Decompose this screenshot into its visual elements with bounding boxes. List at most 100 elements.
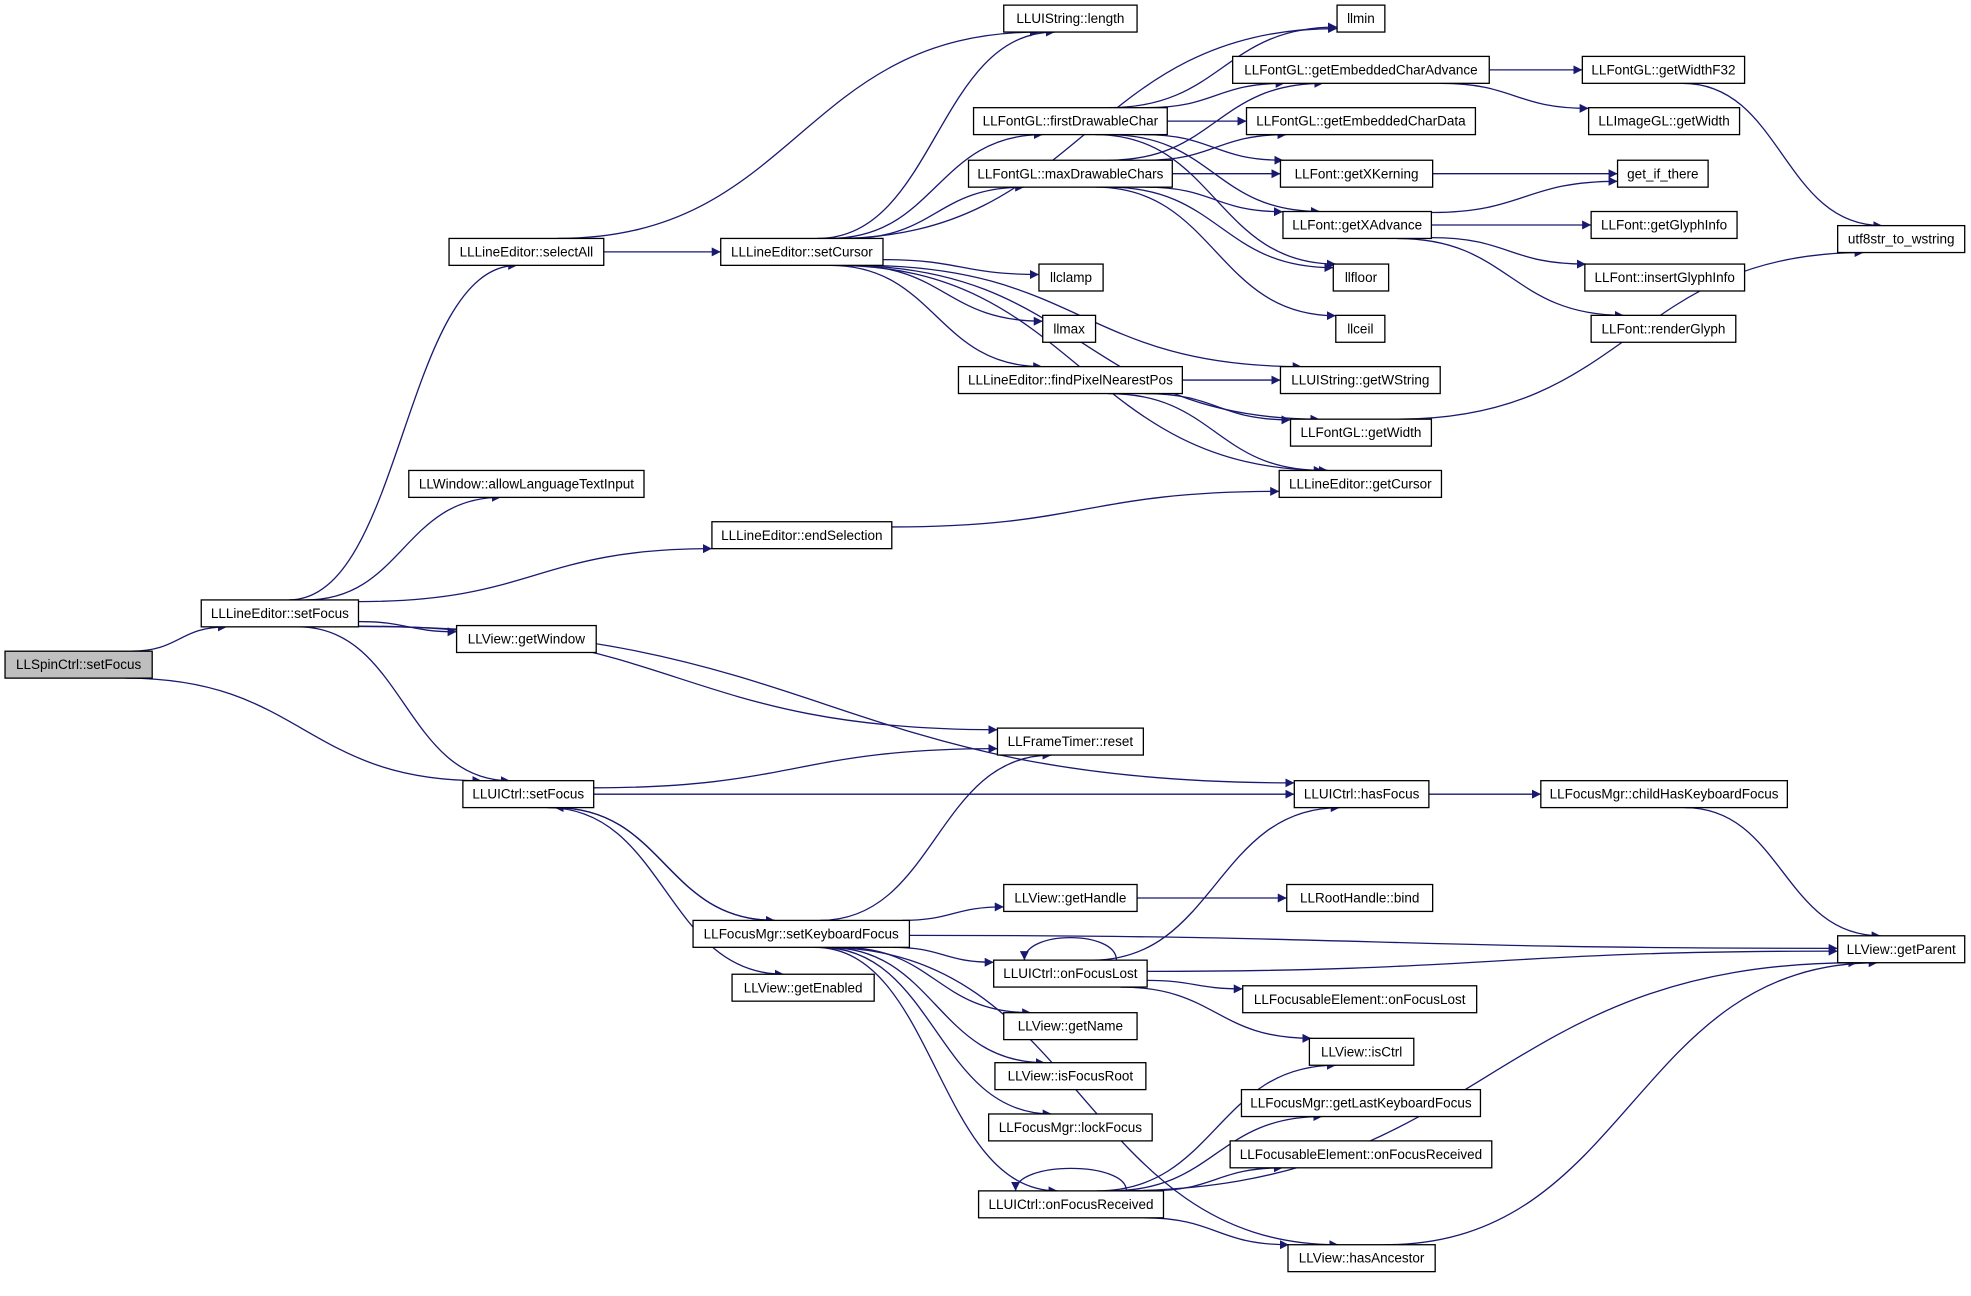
node-box <box>1587 107 1741 136</box>
edge-uictrl-onFocusReceived-to-fm-getLastKF <box>1109 1112 1323 1192</box>
edge-uictrl-onFocusReceived-to-fe-onFocusReceived <box>1149 1163 1283 1192</box>
node-fgl-getWidth[interactable]: LLFontGL::getWidth <box>1289 418 1433 447</box>
node-label: LLFont::getGlyphInfo <box>1601 218 1727 233</box>
node-spin-setFocus[interactable]: LLSpinCtrl::setFocus <box>4 650 153 679</box>
node-label: LLLineEditor::findPixelNearestPos <box>968 373 1173 388</box>
node-box <box>720 237 884 267</box>
node-box <box>996 727 1145 756</box>
node-uictrl-onFocusReceived[interactable]: LLUICtrl::onFocusReceived <box>977 1190 1165 1219</box>
node-box <box>972 107 1168 136</box>
node-llceil[interactable]: llceil <box>1335 314 1386 343</box>
node-label: llmax <box>1053 321 1085 336</box>
node-fm-childHasKF[interactable]: LLFocusMgr::childHasKeyboardFocus <box>1540 780 1789 809</box>
node-fgl-embData[interactable]: LLFontGL::getEmbeddedCharData <box>1245 107 1477 136</box>
node-font-xkern[interactable]: LLFont::getXKerning <box>1279 159 1434 188</box>
node-box <box>1590 314 1737 343</box>
edge-fm-childHasKF-to-view-getParent <box>1684 806 1881 941</box>
node-fm-lockFocus[interactable]: LLFocusMgr::lockFocus <box>987 1113 1153 1142</box>
node-label: LLView::getParent <box>1847 942 1956 957</box>
node-font-insertGlyph[interactable]: LLFont::insertGlyphInfo <box>1584 263 1746 292</box>
node-le-findPixel[interactable]: LLLineEditor::findPixelNearestPos <box>957 365 1183 395</box>
node-fgl-firstDrawable[interactable]: LLFontGL::firstDrawableChar <box>972 107 1168 136</box>
node-box <box>1308 1037 1415 1066</box>
node-box <box>1240 1088 1482 1118</box>
node-img-getWidth[interactable]: LLImageGL::getWidth <box>1587 107 1741 136</box>
node-fgl-widthF32[interactable]: LLFontGL::getWidthF32 <box>1581 55 1746 84</box>
node-fe-onFocusLost[interactable]: LLFocusableElement::onFocusLost <box>1242 985 1478 1014</box>
node-box <box>711 521 893 550</box>
node-label: LLFocusMgr::childHasKeyboardFocus <box>1550 787 1779 802</box>
node-label: LLView::getEnabled <box>744 980 863 995</box>
node-roothandle-bind[interactable]: LLRootHandle::bind <box>1286 883 1434 913</box>
node-label: LLFont::renderGlyph <box>1602 321 1726 336</box>
edge-uictrl-setFocus-to-frametimer-reset <box>593 744 998 789</box>
node-label: LLFont::getXKerning <box>1295 166 1419 181</box>
node-box <box>1540 780 1789 809</box>
edge-uictrl-onFocusLost-to-fe-onFocusLost <box>1147 979 1243 994</box>
node-label: LLLineEditor::setFocus <box>211 606 349 621</box>
node-font-render[interactable]: LLFont::renderGlyph <box>1590 314 1737 343</box>
node-view-getWindow[interactable]: LLView::getWindow <box>455 624 597 654</box>
node-label: LLFrameTimer::reset <box>1008 734 1134 749</box>
node-label: LLFont::insertGlyphInfo <box>1595 270 1735 285</box>
node-uistr-getW[interactable]: LLUIString::getWString <box>1279 365 1441 395</box>
node-fgl-embAdv[interactable]: LLFontGL::getEmbeddedCharAdvance <box>1232 55 1490 84</box>
edge-fgl-maxDrawable-to-fgl-embAdv <box>1108 78 1324 161</box>
node-get-if-there[interactable]: get_if_there <box>1616 159 1709 188</box>
node-le-setFocus[interactable]: LLLineEditor::setFocus <box>200 599 360 628</box>
node-uictrl-setFocus[interactable]: LLUICtrl::setFocus <box>462 780 595 809</box>
node-fgl-maxDrawable[interactable]: LLFontGL::maxDrawableChars <box>967 159 1173 188</box>
node-label: get_if_there <box>1627 166 1698 181</box>
node-llclamp[interactable]: llclamp <box>1038 263 1104 292</box>
edge-spin-setFocus-to-uictrl-setFocus <box>125 677 482 786</box>
node-le-endSel[interactable]: LLLineEditor::endSelection <box>711 521 893 550</box>
node-le-selectAll[interactable]: LLLineEditor::selectAll <box>448 237 605 267</box>
node-fm-getLastKF[interactable]: LLFocusMgr::getLastKeyboardFocus <box>1240 1088 1482 1118</box>
node-label: llceil <box>1347 321 1373 336</box>
node-view-isFocusRoot[interactable]: LLView::isFocusRoot <box>994 1062 1147 1091</box>
node-label: LLView::getName <box>1018 1019 1123 1034</box>
node-font-glyphinfo[interactable]: LLFont::getGlyphInfo <box>1590 210 1738 240</box>
node-box <box>1289 418 1433 447</box>
node-fe-onFocusReceived[interactable]: LLFocusableElement::onFocusReceived <box>1229 1140 1493 1169</box>
node-utf8[interactable]: utf8str_to_wstring <box>1837 224 1966 254</box>
node-view-isCtrl[interactable]: LLView::isCtrl <box>1308 1037 1415 1066</box>
node-view-getParent[interactable]: LLView::getParent <box>1837 935 1966 964</box>
edge-fgl-embAdv-to-img-getWidth <box>1440 82 1589 113</box>
node-label: utf8str_to_wstring <box>1848 232 1955 247</box>
node-label: llfloor <box>1345 270 1378 285</box>
node-uistr-length[interactable]: LLUIString::length <box>1003 4 1138 33</box>
node-win-allowLang[interactable]: LLWindow::allowLanguageTextInput <box>408 469 645 499</box>
edge-fgl-firstDrawable-to-llmin <box>1108 22 1338 109</box>
node-box <box>1590 210 1738 240</box>
edge-le-setCursor-to-llclamp <box>882 258 1039 279</box>
node-box <box>1038 263 1104 292</box>
node-le-setCursor[interactable]: LLLineEditor::setCursor <box>720 237 884 267</box>
edge-view-hasAncestor-to-view-getParent <box>1385 958 1878 1246</box>
edge-fm-setKF-to-view-getName <box>840 946 1032 1018</box>
node-box <box>731 973 875 1002</box>
node-box <box>1837 935 1966 964</box>
node-box <box>1332 263 1390 292</box>
node-label: LLFocusableElement::onFocusReceived <box>1240 1147 1482 1162</box>
node-view-getName[interactable]: LLView::getName <box>1003 1012 1138 1041</box>
node-label: LLUIString::getWString <box>1291 373 1429 388</box>
edge-uictrl-onFocusLost-to-uictrl-hasFocus <box>1092 803 1340 961</box>
node-label: LLFocusMgr::setKeyboardFocus <box>704 926 899 941</box>
node-frametimer-reset[interactable]: LLFrameTimer::reset <box>996 727 1145 756</box>
node-llmin[interactable]: llmin <box>1336 4 1386 33</box>
node-box <box>1003 883 1138 913</box>
node-uictrl-onFocusLost[interactable]: LLUICtrl::onFocusLost <box>993 959 1148 988</box>
node-fm-setKF[interactable]: LLFocusMgr::setKeyboardFocus <box>692 919 911 948</box>
node-llmax[interactable]: llmax <box>1042 314 1097 343</box>
edge-le-setCursor-to-fgl-maxDrawable <box>848 182 1025 240</box>
node-uictrl-hasFocus[interactable]: LLUICtrl::hasFocus <box>1293 780 1430 809</box>
edge-uictrl-setFocus-to-view-getEnabled <box>547 806 785 979</box>
node-view-getEnabled[interactable]: LLView::getEnabled <box>731 973 875 1002</box>
node-font-xadv[interactable]: LLFont::getXAdvance <box>1282 210 1433 240</box>
node-box <box>1837 224 1966 254</box>
node-view-hasAncestor[interactable]: LLView::hasAncestor <box>1287 1244 1436 1273</box>
node-llfloor[interactable]: llfloor <box>1332 263 1390 292</box>
node-le-getCursor[interactable]: LLLineEditor::getCursor <box>1278 469 1443 499</box>
node-view-getHandle[interactable]: LLView::getHandle <box>1003 883 1138 913</box>
